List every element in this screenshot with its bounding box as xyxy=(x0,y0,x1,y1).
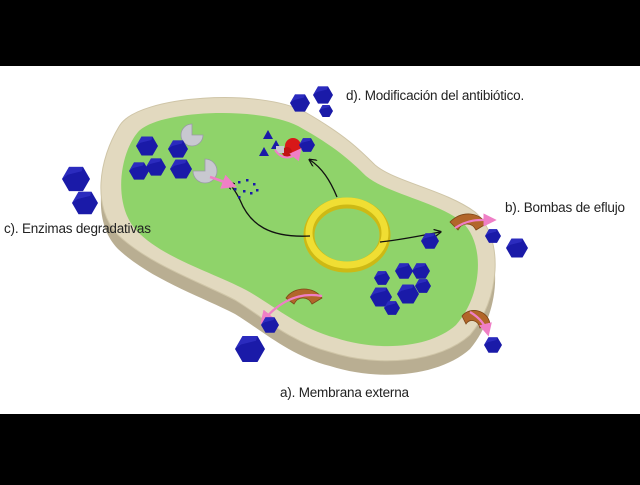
arrow-to-pump xyxy=(379,232,440,243)
degraded-fragments xyxy=(234,179,259,199)
plasmid-ring-highlight xyxy=(305,197,389,269)
enzyme-shape-1 xyxy=(180,123,204,147)
efflux-arrow-bottom xyxy=(469,311,492,337)
efflux-arrow-left xyxy=(260,294,323,325)
efflux-arrow-right xyxy=(454,213,497,229)
letterbox-top xyxy=(0,0,640,66)
arrow-modification xyxy=(274,148,302,162)
label-efflux-pumps: b). Bombas de eflujo xyxy=(505,200,625,215)
arrow-enzyme-degradation xyxy=(209,174,237,189)
arrow-to-modifier xyxy=(310,160,338,198)
label-degradative-enzymes: c). Enzimas degradativas xyxy=(4,221,151,236)
label-antibiotic-modification: d). Modificación del antibiótico. xyxy=(346,88,524,103)
letterbox-bottom xyxy=(0,414,640,480)
label-outer-membrane: a). Membrana externa xyxy=(280,385,409,400)
